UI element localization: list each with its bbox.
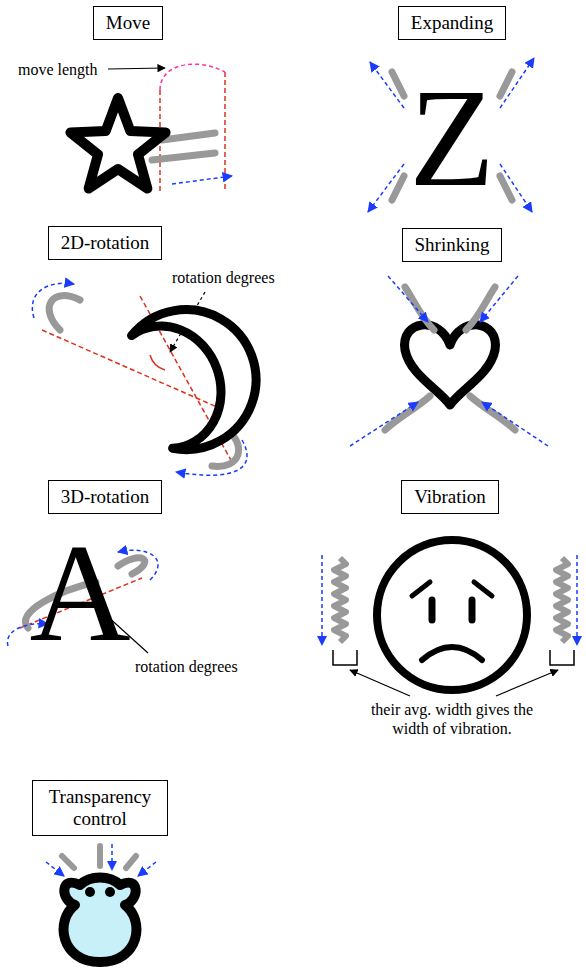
motion-streak (385, 396, 430, 430)
angle-label: rotation degrees (135, 657, 238, 676)
effect-title-box: Shrinking (402, 228, 503, 262)
effect-title: Move (106, 12, 150, 34)
expand-arrow (368, 164, 404, 212)
length-arc (160, 64, 225, 90)
ghost-eye (105, 887, 115, 897)
motion-streak (405, 287, 434, 330)
heart-shape (405, 325, 496, 405)
ghost-shape (64, 878, 137, 963)
rotate-arrow (32, 283, 74, 318)
guide-line (224, 72, 226, 192)
shrink-arrow (480, 276, 518, 322)
expand-arrow (370, 62, 404, 108)
face-circle (377, 540, 527, 690)
angle-label: rotation degrees (172, 268, 275, 287)
motion-streak (152, 153, 215, 160)
sample-letter: A (29, 523, 130, 663)
motion-streak (392, 72, 404, 96)
shrink-arrow (350, 402, 418, 446)
face-mouth (422, 647, 482, 660)
shrink-arrow (482, 402, 548, 446)
vibration-streak (556, 558, 568, 642)
effect-title: Shrinking (415, 234, 490, 256)
fade-streak (126, 856, 136, 868)
leader-arrow (108, 68, 165, 69)
effect-title-box: Move (93, 6, 163, 40)
fade-arrow (46, 862, 64, 876)
motion-streak (500, 72, 512, 96)
vibration-arrow (321, 555, 323, 645)
vibration-streak (334, 558, 346, 642)
angle-arc (150, 355, 165, 370)
motion-streak (500, 176, 512, 200)
width-bracket (333, 650, 357, 665)
motion-streak (49, 296, 80, 330)
shrinking-illustration (350, 276, 548, 446)
moon-shape (128, 290, 276, 458)
effect-title: Expanding (411, 12, 493, 34)
effect-title-box: 3D-rotation (48, 480, 163, 514)
move-illustration (70, 64, 232, 192)
motion-streak (392, 176, 404, 200)
expanding-illustration (368, 58, 534, 212)
leader-arrow (496, 670, 558, 696)
dimension-label: move length (18, 60, 98, 79)
transparency-illustration (46, 844, 156, 962)
face-eyes (432, 600, 472, 620)
fade-streak (62, 856, 74, 868)
effect-title-box: Transparency control (32, 780, 168, 836)
effect-title: Vibration (414, 486, 486, 508)
vibration-illustration (322, 540, 577, 696)
effect-title: Transparency control (45, 786, 155, 830)
shrink-arrow (388, 276, 428, 322)
note-text: their avg. width gives the width of vibr… (366, 700, 538, 738)
effect-title: 2D-rotation (61, 232, 150, 254)
leader-arrow (350, 670, 410, 696)
motion-streak (470, 396, 515, 430)
rotation2d-illustration (32, 283, 275, 475)
star-shape (70, 98, 165, 189)
effect-title-box: 2D-rotation (48, 226, 163, 260)
effect-title: 3D-rotation (61, 486, 150, 508)
effect-title-box: Vibration (401, 480, 499, 514)
ghost-eye (85, 887, 95, 897)
fade-arrow (111, 844, 113, 870)
sample-letter: Z (409, 68, 495, 208)
expand-arrow (500, 58, 534, 108)
face-brows (412, 582, 492, 596)
effect-title-box: Expanding (398, 6, 506, 40)
fade-arrow (138, 862, 156, 876)
width-bracket (550, 650, 574, 665)
expand-arrow (500, 164, 532, 212)
vibration-arrow (576, 555, 578, 645)
fade-streak (97, 846, 103, 866)
motion-arrow (172, 176, 232, 184)
